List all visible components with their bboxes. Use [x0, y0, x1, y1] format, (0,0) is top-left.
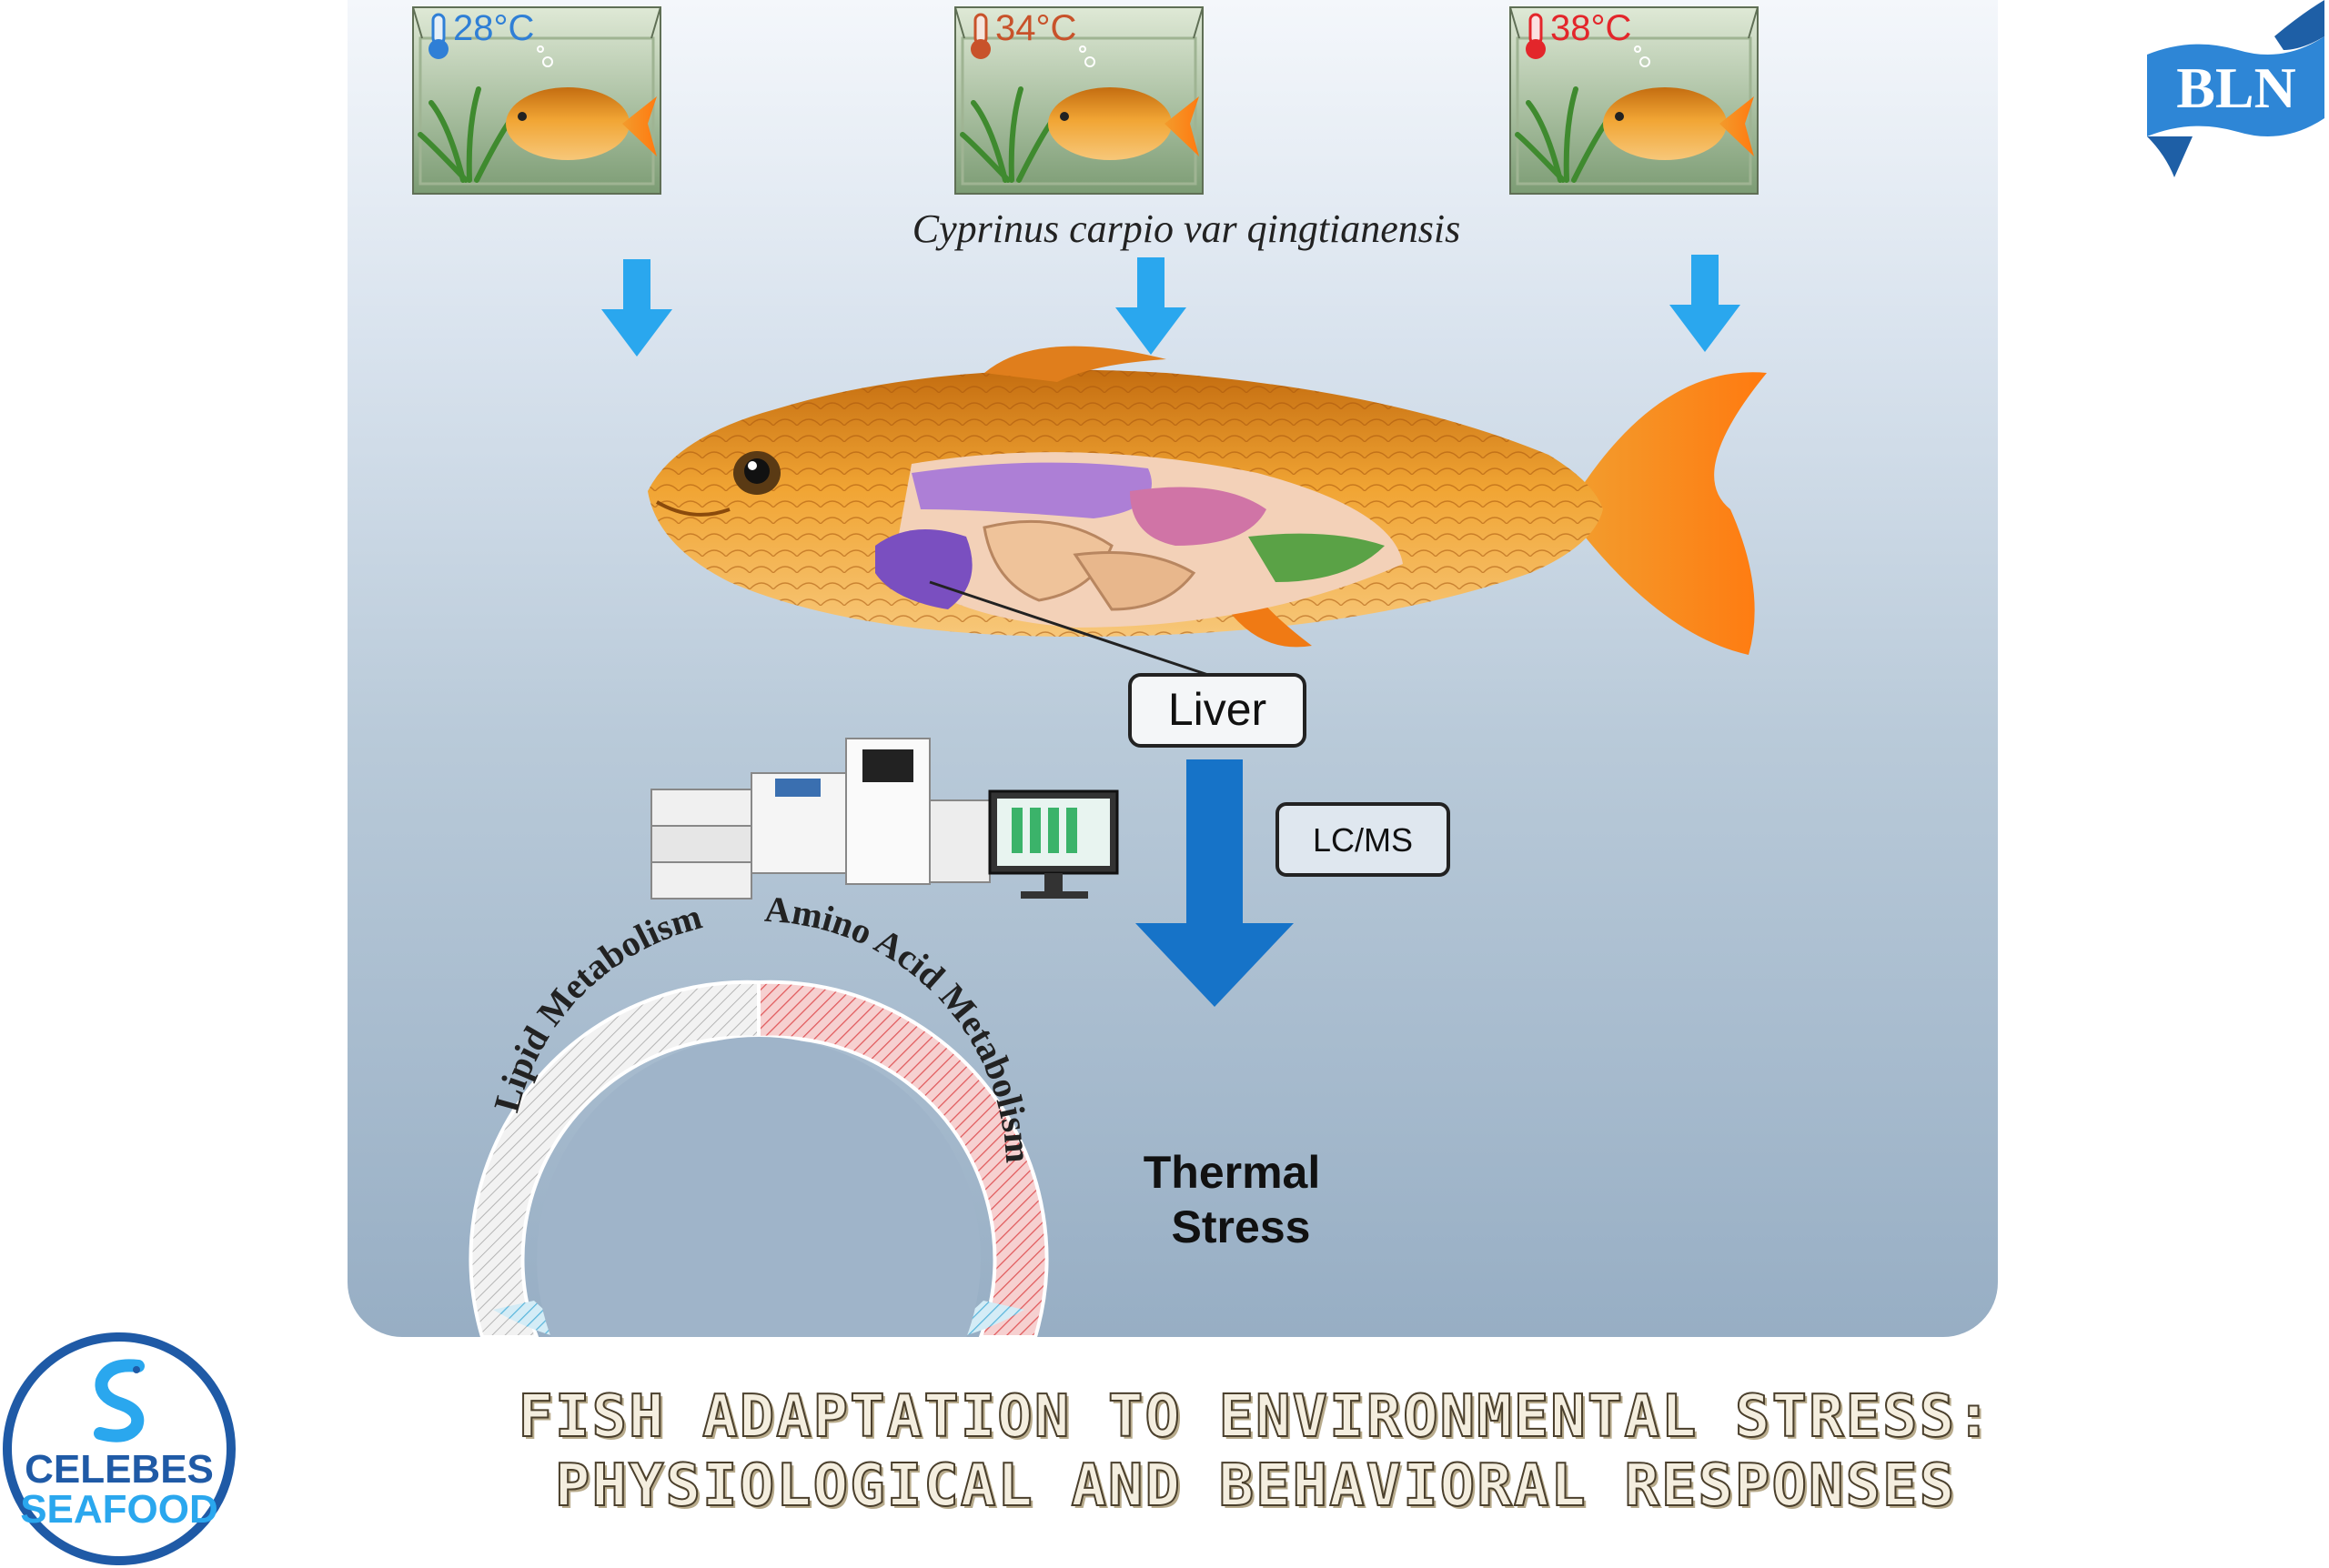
metabolism-ring: [469, 980, 1049, 1337]
goldfish-icon: [506, 87, 657, 160]
center-label-line2: Stress: [1172, 1201, 1311, 1252]
lcms-label: LC/MS: [1313, 821, 1413, 859]
temp-label-28: 28°C: [453, 8, 534, 48]
celebes-text: CELEBES: [25, 1447, 214, 1492]
diagram-panel: 28°C 34°C: [348, 0, 1998, 1337]
seaweed-icon: [960, 86, 1058, 183]
arrow-down-icon: [1135, 759, 1294, 1007]
bln-logo-text: BLN: [2176, 55, 2296, 120]
fish-s-icon: [94, 1359, 145, 1442]
tank-28c: 28°C: [412, 6, 661, 195]
goldfish-icon: [1048, 87, 1199, 160]
liver-label-box: Liver: [1128, 673, 1306, 748]
tank-38c: 38°C: [1509, 6, 1759, 195]
temp-label-38: 38°C: [1550, 8, 1631, 48]
seaweed-icon: [418, 86, 516, 183]
seafood-text: SEAFOOD: [20, 1487, 218, 1532]
thermal-stress-diagram: 28°C 34°C: [412, 6, 1767, 1337]
goldfish-icon: [1603, 87, 1754, 160]
center-label-line1: Thermal: [1144, 1147, 1321, 1198]
tank-34c: 34°C: [954, 6, 1204, 195]
bubbles-icon: [1079, 45, 1095, 67]
lcms-label-box: LC/MS: [1275, 802, 1450, 877]
celebes-seafood-logo: CELEBES SEAFOOD: [3, 1332, 236, 1565]
title-line-2: PHYSIOLOGICAL AND BEHAVIORAL RESPONSES: [554, 1452, 1957, 1521]
temp-label-34: 34°C: [995, 8, 1076, 48]
thermometer-cold-icon: [428, 13, 449, 59]
liver-label: Liver: [1168, 684, 1266, 735]
carp-anatomy-illustration: [648, 346, 1767, 693]
page-title: FISH ADAPTATION TO ENVIRONMENTAL STRESS:…: [273, 1382, 2238, 1521]
arrow-down-icon: [601, 259, 672, 357]
species-label: Cyprinus carpio var qingtianensis: [912, 206, 1461, 251]
bubbles-icon: [537, 45, 553, 67]
thermometer-warm-icon: [971, 13, 991, 59]
bln-logo: BLN: [2147, 0, 2324, 177]
title-line-1: FISH ADAPTATION TO ENVIRONMENTAL STRESS:: [517, 1382, 1993, 1452]
arrow-down-icon: [1669, 255, 1740, 352]
bubbles-icon: [1634, 45, 1650, 67]
arrow-down-icon: [1115, 257, 1186, 355]
lcms-instrument-icon: [650, 738, 1119, 900]
thermometer-hot-icon: [1526, 13, 1546, 59]
